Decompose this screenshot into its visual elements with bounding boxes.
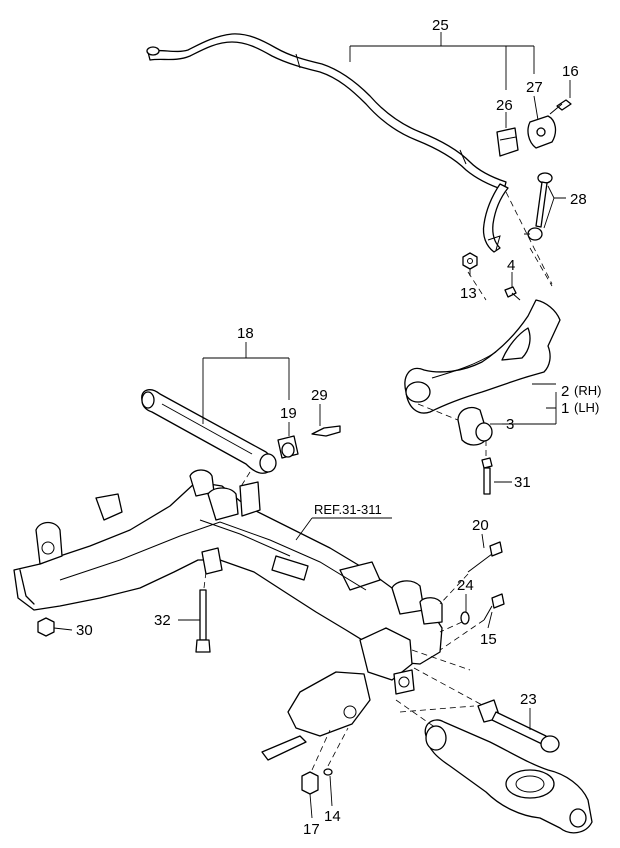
callout-3: 3 [506, 416, 514, 433]
callout-28: 28 [570, 191, 587, 208]
callout-13: 13 [460, 285, 477, 302]
stabilizer-bar [146, 33, 509, 253]
nut-30 [37, 617, 55, 637]
leader-lines [53, 32, 571, 819]
callout-26: 26 [496, 97, 513, 114]
callout-2: 2 [561, 383, 569, 400]
subframe [13, 469, 443, 761]
callout-32: 32 [154, 612, 171, 629]
washer-14 [323, 768, 333, 776]
bolt-20 [467, 541, 503, 573]
bolt-15 [483, 593, 505, 621]
lower-arm-23 [424, 719, 593, 834]
bracket-27 [527, 115, 557, 149]
callout-18: 18 [237, 325, 254, 342]
callout-29: 29 [311, 387, 328, 404]
bushing-19 [277, 435, 299, 459]
callout-14: 14 [324, 808, 341, 825]
bolt-32 [195, 589, 211, 653]
washer-24 [460, 611, 470, 625]
stabilizer-link-28 [524, 172, 553, 241]
bushing-26 [496, 127, 519, 157]
callout-1-side: (LH) [574, 400, 599, 415]
trailing-arm-18 [141, 389, 277, 474]
nut-13 [462, 252, 478, 270]
callout-30: 30 [76, 622, 93, 639]
bushing-3 [457, 406, 493, 446]
callout-4: 4 [507, 257, 515, 274]
bolt-31 [481, 457, 493, 495]
toe-link [477, 699, 560, 753]
bolt-29 [311, 425, 341, 437]
callout-31: 31 [514, 474, 531, 491]
callout-17: 17 [303, 821, 320, 838]
bolt-4 [504, 286, 521, 301]
callouts: 25 26 27 16 28 13 4 18 19 29 2 (RH) 1 (L… [76, 17, 601, 838]
nut-17 [301, 771, 319, 795]
upper-arm [404, 299, 561, 414]
callout-25: 25 [432, 17, 449, 34]
callout-24: 24 [457, 577, 474, 594]
callout-19: 19 [280, 405, 297, 422]
bolt-16 [549, 99, 572, 115]
callout-1: 1 [561, 400, 569, 417]
alignment-lines [203, 191, 553, 771]
reference-label: REF.31-311 [314, 502, 382, 517]
callout-20: 20 [472, 517, 489, 534]
callout-2-side: (RH) [574, 383, 601, 398]
callout-27: 27 [526, 79, 543, 96]
callout-16: 16 [562, 63, 579, 80]
callout-23: 23 [520, 691, 537, 708]
callout-15: 15 [480, 631, 497, 648]
